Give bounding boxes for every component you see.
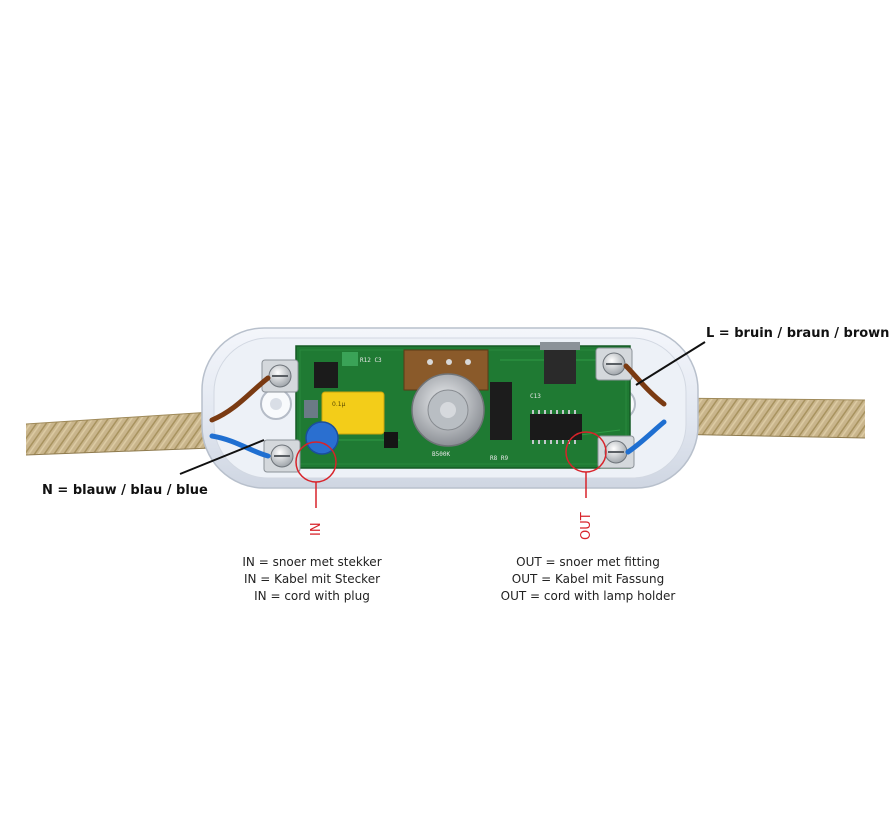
svg-text:0.1µ: 0.1µ xyxy=(332,401,346,408)
right-brown-wire xyxy=(623,363,667,407)
in-legend-line: IN = snoer met stekker xyxy=(242,555,381,569)
potentiometer-marking: B500K xyxy=(432,451,450,458)
terminal-in-bottom xyxy=(263,439,301,473)
left-cord xyxy=(25,411,213,456)
right-blue-wire xyxy=(625,419,667,455)
in-legend-line: IN = cord with plug xyxy=(254,589,370,603)
wires xyxy=(209,363,667,459)
neutral-leader-line xyxy=(179,439,265,475)
x2-capacitor: 0.1µ xyxy=(321,391,385,435)
terminal-out-top xyxy=(595,347,633,381)
svg-text:C13: C13 xyxy=(530,393,541,400)
out-legend-line: OUT = Kabel mit Fassung xyxy=(512,572,664,586)
terminal-in-top xyxy=(261,359,299,393)
out-legend-line: OUT = cord with lamp holder xyxy=(501,589,676,603)
terminal-out-bottom xyxy=(597,435,635,469)
svg-text:R12 C3: R12 C3 xyxy=(360,357,382,364)
left-brown-wire xyxy=(209,375,271,423)
neutral-wire-label: N = blauw / blau / blue xyxy=(42,483,208,498)
pcb-components: 0.1µ B500K xyxy=(304,342,582,458)
triac xyxy=(490,382,512,440)
ic-chip xyxy=(314,362,338,388)
varistor xyxy=(305,421,339,455)
out-legend: OUT = snoer met fitting OUT = Kabel mit … xyxy=(501,555,676,603)
left-blue-wire xyxy=(209,433,271,459)
terminal-screws xyxy=(261,347,635,473)
svg-text:R8 R9: R8 R9 xyxy=(490,455,508,462)
live-wire-label: L = bruin / braun / brown xyxy=(706,326,889,341)
live-leader-line xyxy=(635,341,706,386)
in-marker-label: IN xyxy=(309,522,324,536)
out-marker-label: OUT xyxy=(579,512,594,540)
in-legend: IN = snoer met stekker IN = Kabel mit St… xyxy=(242,555,381,603)
out-legend-line: OUT = snoer met fitting xyxy=(516,555,660,569)
in-legend-line: IN = Kabel mit Stecker xyxy=(244,572,380,586)
